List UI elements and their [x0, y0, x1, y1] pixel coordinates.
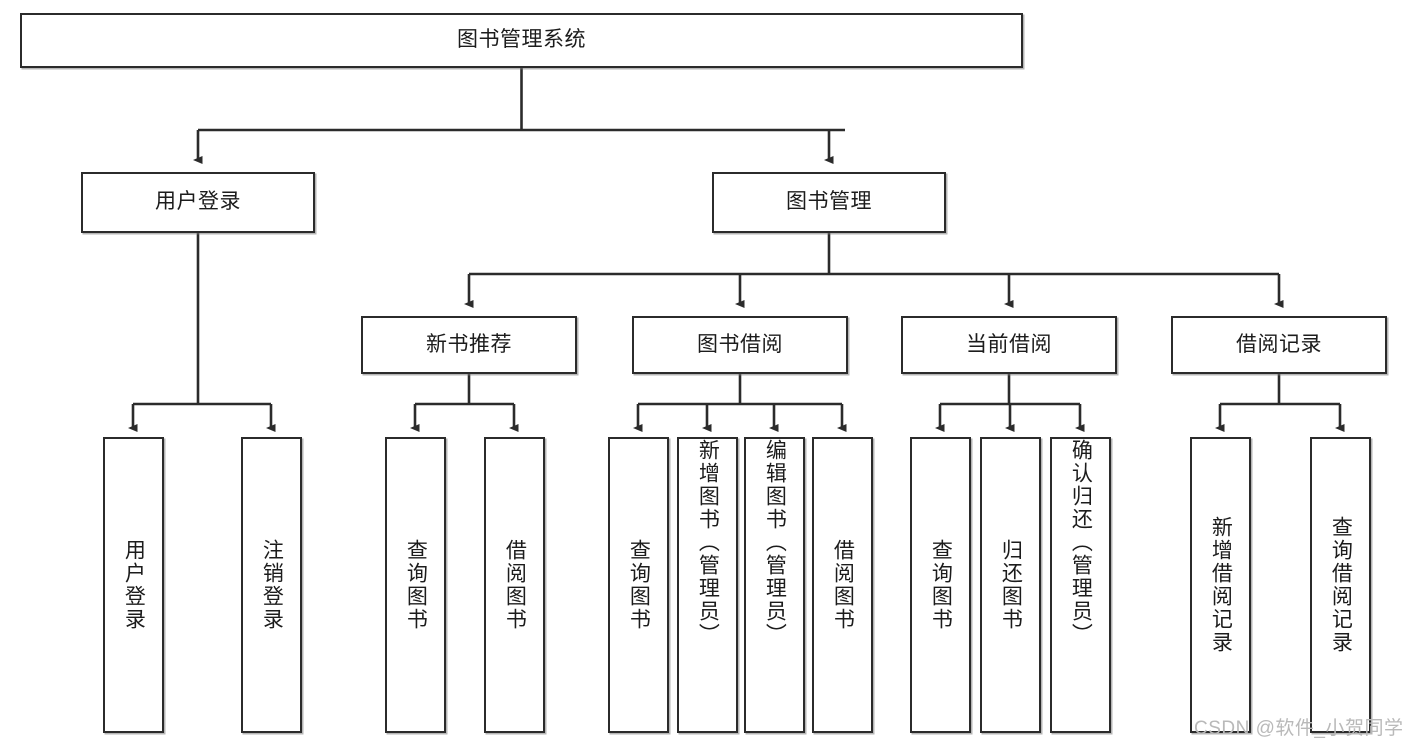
node-label: 用户登录 [155, 190, 241, 214]
node-label: 借阅记录 [1236, 332, 1322, 356]
node-label: 归还图书 [999, 539, 1023, 631]
node-label: 借阅图书 [831, 539, 855, 631]
node-label: 图书借阅 [697, 332, 783, 356]
node-label: 注销登录 [260, 539, 284, 631]
leaf-book-borrow-edit-book-admin[interactable]: 编辑图书（管理员） [744, 437, 805, 733]
node-root-book-management-system[interactable]: 图书管理系统 [20, 13, 1023, 68]
node-label: 图书管理 [786, 190, 872, 214]
node-user-login[interactable]: 用户登录 [81, 172, 315, 233]
node-label: 确认归还（管理员） [1069, 439, 1093, 646]
node-label: 查询图书 [404, 539, 428, 631]
node-label: 新增图书（管理员） [696, 439, 720, 646]
node-book-management[interactable]: 图书管理 [712, 172, 946, 233]
node-label: 新书推荐 [426, 332, 512, 356]
leaf-book-borrow-query-book[interactable]: 查询图书 [608, 437, 669, 733]
node-borrow-record[interactable]: 借阅记录 [1171, 316, 1387, 374]
node-current-borrow[interactable]: 当前借阅 [901, 316, 1117, 374]
leaf-new-book-borrow-book[interactable]: 借阅图书 [484, 437, 545, 733]
node-label: 编辑图书（管理员） [763, 439, 787, 646]
leaf-current-borrow-confirm-return-admin[interactable]: 确认归还（管理员） [1050, 437, 1111, 733]
node-label: 当前借阅 [966, 332, 1052, 356]
leaf-borrow-record-query-record[interactable]: 查询借阅记录 [1310, 437, 1371, 733]
node-label: 用户登录 [122, 539, 146, 631]
leaf-current-borrow-query-book[interactable]: 查询图书 [910, 437, 971, 733]
node-label: 借阅图书 [503, 539, 527, 631]
leaf-user-login-logout[interactable]: 注销登录 [241, 437, 302, 733]
node-label: 查询图书 [929, 539, 953, 631]
leaf-current-borrow-return-book[interactable]: 归还图书 [980, 437, 1041, 733]
csdn-watermark: CSDN @软件_小贺同学 [1194, 718, 1404, 739]
node-label: 新增借阅记录 [1209, 516, 1233, 654]
node-book-borrow[interactable]: 图书借阅 [632, 316, 848, 374]
node-label: 查询图书 [627, 539, 651, 631]
node-label: 查询借阅记录 [1329, 516, 1353, 654]
node-new-book-recommend[interactable]: 新书推荐 [361, 316, 577, 374]
leaf-borrow-record-add-record[interactable]: 新增借阅记录 [1190, 437, 1251, 733]
leaf-new-book-query-book[interactable]: 查询图书 [385, 437, 446, 733]
leaf-book-borrow-add-book-admin[interactable]: 新增图书（管理员） [677, 437, 738, 733]
node-label: 图书管理系统 [457, 28, 586, 52]
leaf-book-borrow-borrow-book[interactable]: 借阅图书 [812, 437, 873, 733]
leaf-user-login-login[interactable]: 用户登录 [103, 437, 164, 733]
